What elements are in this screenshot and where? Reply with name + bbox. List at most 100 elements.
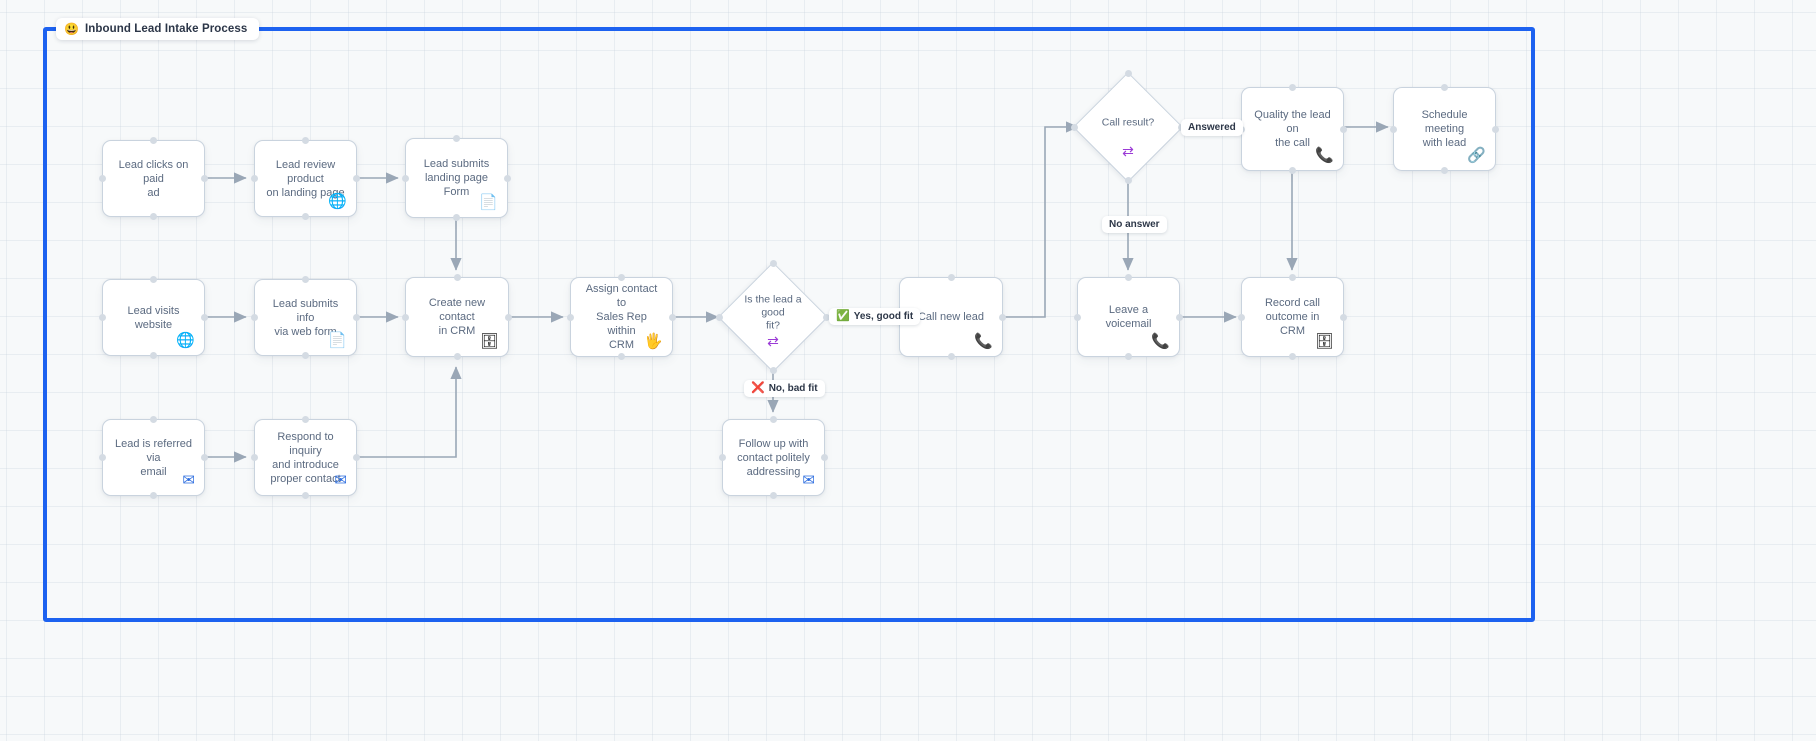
hand-icon: 🖐 (644, 333, 663, 350)
handle-left[interactable] (251, 314, 258, 321)
handle-top[interactable] (1124, 70, 1132, 77)
handle-bottom[interactable] (1289, 353, 1296, 360)
handle-right[interactable] (1176, 313, 1183, 321)
handle-left[interactable] (1390, 125, 1397, 133)
handle-top[interactable] (302, 276, 309, 283)
handle-right[interactable] (823, 313, 830, 321)
handle-bottom[interactable] (302, 213, 309, 220)
handle-top[interactable] (618, 274, 625, 281)
edge-label-text: Answered (1188, 122, 1236, 133)
handle-right[interactable] (201, 454, 208, 461)
handle-left[interactable] (99, 454, 106, 461)
handle-bottom[interactable] (1441, 167, 1448, 174)
handle-right[interactable] (353, 314, 360, 321)
handle-top[interactable] (453, 135, 460, 142)
node-label: Lead visits website (127, 304, 180, 331)
handle-right[interactable] (1492, 125, 1499, 133)
handle-right[interactable] (505, 313, 512, 321)
envelope-icon: ✉ (182, 472, 195, 489)
handle-right[interactable] (201, 175, 208, 182)
handle-top[interactable] (770, 416, 777, 423)
node-assign-contact-rep[interactable]: Assign contact to Sales Rep within CRM 🖐 (567, 274, 676, 360)
handle-bottom[interactable] (1124, 177, 1132, 184)
handle-left[interactable] (567, 313, 574, 321)
handle-left[interactable] (99, 314, 106, 321)
handle-left[interactable] (1238, 313, 1245, 321)
handle-top[interactable] (150, 276, 157, 283)
handle-left[interactable] (402, 313, 409, 321)
handle-top[interactable] (302, 137, 309, 144)
node-lead-review-product[interactable]: Lead review product on landing page 🌐 (251, 137, 360, 220)
envelope-icon: ✉ (802, 472, 815, 489)
handle-left[interactable] (716, 313, 723, 321)
node-lead-visits-website[interactable]: Lead visits website 🌐 (99, 276, 208, 359)
handle-right[interactable] (1340, 313, 1347, 321)
handle-right[interactable] (201, 314, 208, 321)
node-leave-voicemail[interactable]: Leave a voicemail 📞 (1074, 274, 1183, 360)
handle-left[interactable] (1074, 313, 1081, 321)
edge-label-no-bad-fit[interactable]: ❌ No, bad fit (744, 380, 825, 397)
swap-arrows-icon: ⇄ (1122, 142, 1134, 159)
handle-bottom[interactable] (618, 353, 625, 360)
node-label: Assign contact to Sales Rep within CRM (585, 283, 658, 351)
handle-right[interactable] (1340, 125, 1347, 133)
node-qualify-lead-on-call[interactable]: Quality the lead on the call 📞 (1238, 84, 1347, 174)
node-lead-clicks-paid-ad[interactable]: Lead clicks on paid ad (99, 137, 208, 220)
handle-left[interactable] (402, 174, 409, 182)
handle-right[interactable] (353, 175, 360, 182)
node-schedule-meeting[interactable]: Schedule meeting with lead 🔗 (1390, 84, 1499, 174)
handle-right[interactable] (669, 313, 676, 321)
handle-bottom[interactable] (769, 367, 777, 374)
handle-bottom[interactable] (1289, 167, 1296, 174)
handle-top[interactable] (302, 416, 309, 423)
handle-left[interactable] (99, 175, 106, 182)
node-lead-referred-email[interactable]: Lead is referred via email ✉ (99, 416, 208, 499)
edge-call-to-result (1003, 121, 1079, 318)
handle-top[interactable] (150, 137, 157, 144)
edge-label-answered[interactable]: Answered (1181, 119, 1243, 136)
handle-bottom[interactable] (302, 492, 309, 499)
handle-bottom[interactable] (150, 352, 157, 359)
node-follow-up-politely[interactable]: Follow up with contact politely addressi… (719, 416, 828, 499)
handle-top[interactable] (1289, 274, 1296, 281)
handle-top[interactable] (769, 260, 777, 267)
handle-left[interactable] (1071, 123, 1078, 131)
node-label: Lead clicks on paid ad (118, 158, 189, 199)
handle-bottom[interactable] (150, 492, 157, 499)
edge-label-yes-good-fit[interactable]: ✅ Yes, good fit (829, 308, 921, 325)
node-is-lead-good-fit[interactable]: Is the lead a good fit? ⇄ (716, 260, 830, 374)
handle-left[interactable] (251, 454, 258, 461)
node-lead-submits-web-form[interactable]: Lead submits info via web form 📄 (251, 276, 360, 359)
handle-top[interactable] (1289, 84, 1296, 91)
handle-bottom[interactable] (453, 214, 460, 221)
handle-bottom[interactable] (1125, 353, 1132, 360)
handle-bottom[interactable] (770, 492, 777, 499)
phone-icon: 📞 (1151, 333, 1170, 350)
handle-bottom[interactable] (150, 213, 157, 220)
handle-bottom[interactable] (947, 353, 955, 360)
handle-top[interactable] (150, 416, 157, 423)
node-create-new-contact[interactable]: Create new contact in CRM 🗄 (402, 274, 512, 360)
flowchart-title-chip[interactable]: 😃 Inbound Lead Intake Process (56, 18, 260, 40)
edge-label-no-answer[interactable]: No answer (1102, 216, 1167, 233)
handle-right[interactable] (353, 454, 360, 461)
node-call-result[interactable]: Call result? ⇄ (1071, 70, 1185, 184)
node-respond-to-inquiry[interactable]: Respond to inquiry and introduce proper … (251, 416, 360, 499)
handle-left[interactable] (251, 175, 258, 182)
smiley-icon: 😃 (64, 22, 79, 36)
handle-top[interactable] (453, 274, 461, 281)
handle-right[interactable] (821, 454, 828, 461)
node-lead-submits-form[interactable]: Lead submits landing page Form 📄 (402, 135, 511, 221)
handle-left[interactable] (719, 454, 726, 461)
handle-right[interactable] (504, 174, 511, 182)
handle-right[interactable] (999, 313, 1006, 321)
cross-icon: ❌ (751, 382, 765, 394)
handle-top[interactable] (947, 274, 955, 281)
handle-bottom[interactable] (302, 352, 309, 359)
handle-top[interactable] (1441, 84, 1448, 91)
node-record-call-outcome[interactable]: Record call outcome in CRM 🗄 (1238, 274, 1347, 360)
handle-bottom[interactable] (453, 353, 461, 360)
handle-top[interactable] (1125, 274, 1132, 281)
